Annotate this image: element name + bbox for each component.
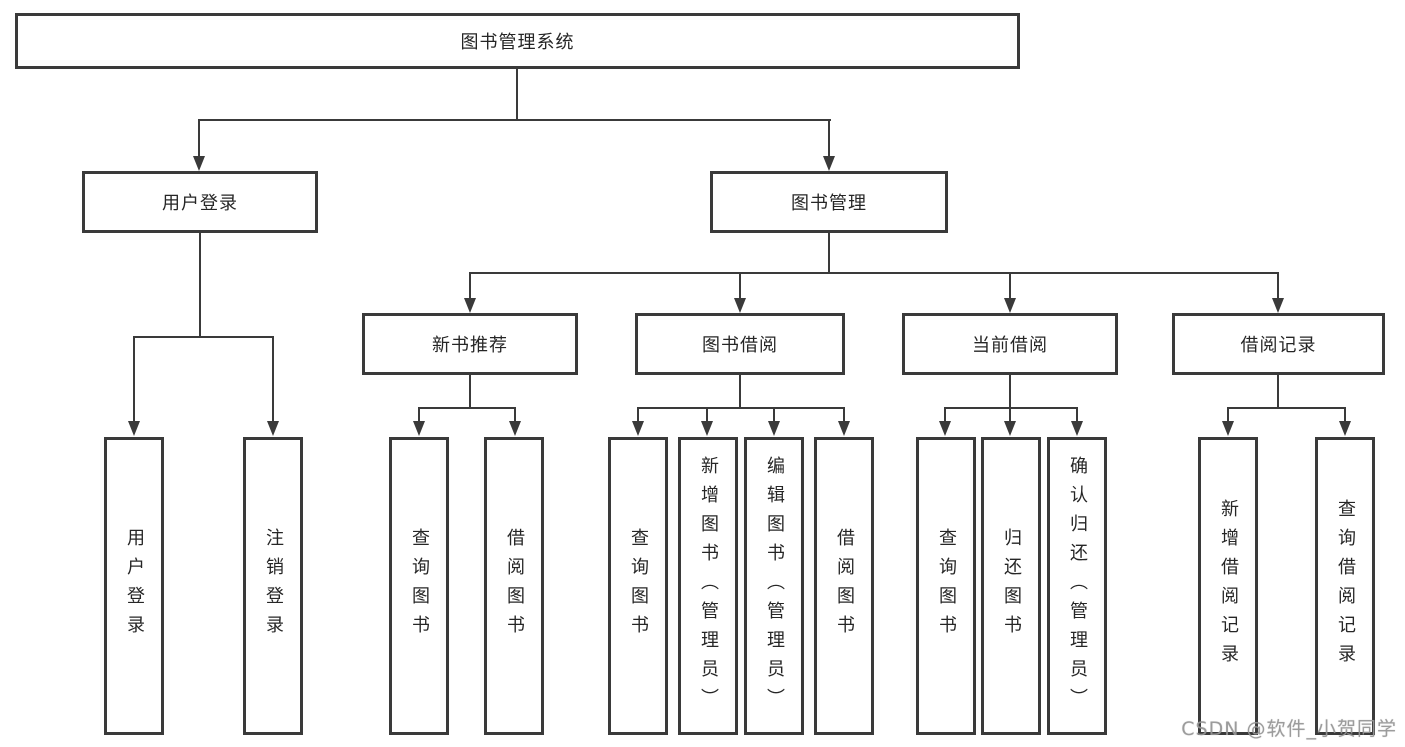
leaf-cb-query-books-label: 查询图书 [936,528,957,644]
connector-drop-leaf-login [133,336,135,422]
arrow-bb-edit [768,421,780,436]
connector-drop-cb-query [944,407,946,422]
connector-drop-borrow-records [1277,272,1279,299]
leaf-bb-add-books: 新增图书（管理员） [678,437,738,735]
arrow-leaf-login [128,421,140,436]
leaf-bb-query-books: 查询图书 [608,437,668,735]
node-user-login-label: 用户登录 [162,193,238,214]
node-current-borrow: 当前借阅 [902,313,1118,375]
leaf-bb-add-books-label: 新增图书（管理员） [698,455,719,717]
connector-drop-user-login [198,119,200,157]
arrow-br-add [1222,421,1234,436]
leaf-nb-borrow-books-label: 借阅图书 [504,528,525,644]
connector-book-mgmt-stem [828,233,830,273]
node-book-mgmt: 图书管理 [710,171,948,233]
leaf-bb-borrow-books: 借阅图书 [814,437,874,735]
connector-current-borrow-bar [944,407,1078,409]
leaf-br-query-record: 查询借阅记录 [1315,437,1375,735]
connector-book-mgmt-bar [469,272,1279,274]
node-new-book: 新书推荐 [362,313,578,375]
node-root-label: 图书管理系统 [460,32,575,53]
arrow-user-login [193,156,205,171]
connector-root-stem [516,69,518,119]
leaf-cb-confirm-return-label: 确认归还（管理员） [1067,455,1088,717]
connector-root-bar [198,119,831,121]
arrow-book-mgmt [823,156,835,171]
connector-drop-br-query [1344,407,1346,422]
node-current-borrow-label: 当前借阅 [972,335,1048,356]
arrow-current-borrow [1004,298,1016,313]
arrow-cb-query [939,421,951,436]
leaf-br-add-record-label: 新增借阅记录 [1218,499,1239,673]
connector-drop-book-mgmt [828,119,830,157]
arrow-book-borrow [734,298,746,313]
arrow-new-book [464,298,476,313]
leaf-cb-query-books: 查询图书 [916,437,976,735]
connector-drop-nb-borrow [514,407,516,422]
arrow-nb-borrow [509,421,521,436]
connector-new-book-stem [469,375,471,408]
leaf-user-login: 用户登录 [104,437,164,735]
arrow-nb-query [413,421,425,436]
node-borrow-records: 借阅记录 [1172,313,1385,375]
connector-drop-leaf-logout [272,336,274,422]
connector-book-borrow-bar [637,407,845,409]
connector-drop-new-book [469,272,471,299]
arrow-cb-return [1004,421,1016,436]
leaf-bb-query-books-label: 查询图书 [628,528,649,644]
connector-current-borrow-stem [1009,375,1011,408]
leaf-logout-label: 注销登录 [263,528,284,644]
node-book-borrow: 图书借阅 [635,313,845,375]
leaf-logout: 注销登录 [243,437,303,735]
leaf-cb-return-books: 归还图书 [981,437,1041,735]
connector-new-book-bar [418,407,516,409]
connector-drop-br-add [1227,407,1229,422]
csdn-watermark: CSDN @软件_小贺同学 [1181,718,1397,740]
connector-drop-cb-confirm [1076,407,1078,422]
arrow-borrow-records [1272,298,1284,313]
node-new-book-label: 新书推荐 [432,335,508,356]
node-book-mgmt-label: 图书管理 [791,193,867,214]
connector-drop-bb-add [706,407,708,422]
node-user-login: 用户登录 [82,171,318,233]
leaf-br-add-record: 新增借阅记录 [1198,437,1258,735]
leaf-br-query-record-label: 查询借阅记录 [1335,499,1356,673]
connector-drop-current-borrow [1009,272,1011,299]
leaf-cb-confirm-return: 确认归还（管理员） [1047,437,1107,735]
arrow-bb-query [632,421,644,436]
arrow-cb-confirm [1071,421,1083,436]
arrow-leaf-logout [267,421,279,436]
leaf-nb-query-books-label: 查询图书 [409,528,430,644]
arrow-br-query [1339,421,1351,436]
connector-drop-cb-return [1009,407,1011,422]
leaf-user-login-label: 用户登录 [124,528,145,644]
connector-drop-bb-edit [773,407,775,422]
node-book-borrow-label: 图书借阅 [702,335,778,356]
leaf-nb-query-books: 查询图书 [389,437,449,735]
leaf-cb-return-books-label: 归还图书 [1001,528,1022,644]
leaf-bb-edit-books-label: 编辑图书（管理员） [764,455,785,717]
connector-drop-bb-query [637,407,639,422]
connector-drop-nb-query [418,407,420,422]
node-borrow-records-label: 借阅记录 [1240,335,1317,356]
connector-drop-book-borrow [739,272,741,299]
leaf-bb-edit-books: 编辑图书（管理员） [744,437,804,735]
connector-user-login-bar [133,336,274,338]
connector-drop-bb-borrow [843,407,845,422]
arrow-bb-add [701,421,713,436]
leaf-bb-borrow-books-label: 借阅图书 [834,528,855,644]
node-root: 图书管理系统 [15,13,1020,69]
leaf-nb-borrow-books: 借阅图书 [484,437,544,735]
connector-borrow-records-stem [1277,375,1279,408]
connector-user-login-stem [199,233,201,336]
arrow-bb-borrow [838,421,850,436]
connector-book-borrow-stem [739,375,741,408]
connector-borrow-records-bar [1227,407,1346,409]
